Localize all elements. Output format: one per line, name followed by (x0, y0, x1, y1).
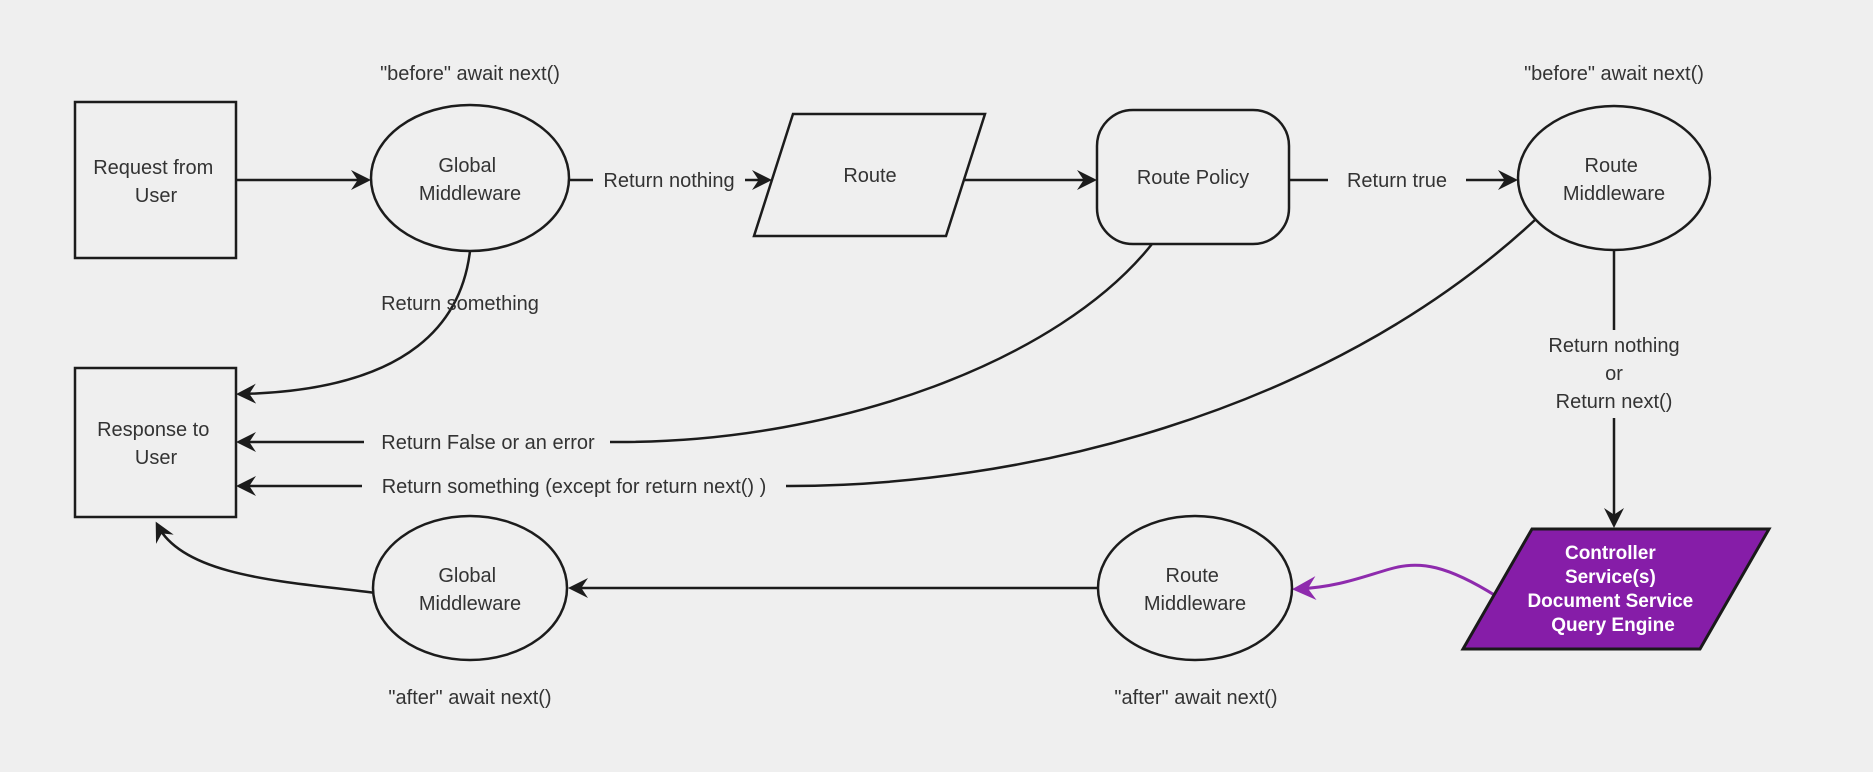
node-route-middleware-bottom: Route Middleware (1096, 514, 1294, 662)
svg-text:Route: Route (843, 165, 896, 187)
edge-label-return-nothing-or-next: Return nothing or Return next() (1534, 330, 1694, 418)
svg-text:or: or (1605, 363, 1623, 385)
edge-global-middleware-to-response (236, 250, 472, 404)
svg-text:Return nothing: Return nothing (603, 170, 734, 192)
annotation-after-global: "after" await next() (388, 687, 551, 709)
edge-route-policy-to-response (236, 243, 1153, 452)
svg-text:Return true: Return true (1347, 170, 1447, 192)
node-request-from-user: Request from User (73, 100, 238, 260)
svg-text:Return something: Return something (381, 293, 539, 315)
edge-controller-to-route-middleware-bottom (1292, 563, 1497, 601)
svg-text:Global Middleware: Global Middleware (419, 155, 521, 205)
svg-text:Route Policy: Route Policy (1137, 167, 1249, 189)
node-controller-services: Controller Service(s) Document Service Q… (1460, 527, 1772, 651)
node-response-to-user: Response to User (73, 366, 238, 519)
edge-route-middleware-to-response (236, 218, 1537, 496)
node-route-policy: Route Policy (1095, 108, 1291, 246)
node-route: Route (752, 112, 987, 238)
svg-text:Request from User: Request from User (93, 157, 219, 207)
svg-text:Route Middleware: Route Middleware (1563, 155, 1665, 205)
svg-text:Return something (except for r: Return something (except for return next… (382, 476, 767, 498)
node-route-middleware-top: Route Middleware (1516, 104, 1712, 252)
annotation-before-route: "before" await next() (1524, 63, 1704, 85)
annotation-after-route: "after" await next() (1114, 687, 1277, 709)
node-global-middleware-top: Global Middleware (369, 103, 571, 253)
node-global-middleware-bottom: Global Middleware (371, 514, 569, 662)
svg-text:Response to User: Response to User (97, 419, 215, 469)
svg-text:Controller Service(s): Controller Service(s) Document Service Q… (1527, 543, 1698, 636)
svg-text:Route Middleware: Route Middleware (1144, 565, 1246, 615)
edge-label-return-false: Return False or an error (364, 427, 610, 457)
edge-label-return-true: Return true (1328, 164, 1466, 195)
svg-text:Return False or an error: Return False or an error (381, 432, 595, 454)
svg-text:Return next(): Return next() (1556, 391, 1673, 413)
edge-global-middleware-bottom-to-response (155, 521, 377, 595)
edge-label-return-something: Return something (381, 293, 539, 315)
edge-label-return-something-except: Return something (except for return next… (362, 471, 786, 501)
annotation-before-global: "before" await next() (380, 63, 560, 85)
edge-label-return-nothing: Return nothing (593, 164, 745, 195)
svg-text:Return nothing: Return nothing (1548, 335, 1679, 357)
svg-text:Global Middleware: Global Middleware (419, 565, 521, 615)
